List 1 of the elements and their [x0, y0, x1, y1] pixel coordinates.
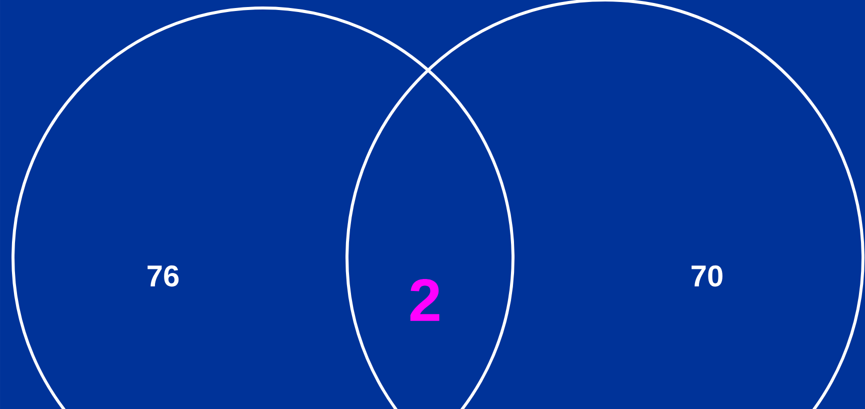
- overlap-count: 2: [410, 279, 440, 321]
